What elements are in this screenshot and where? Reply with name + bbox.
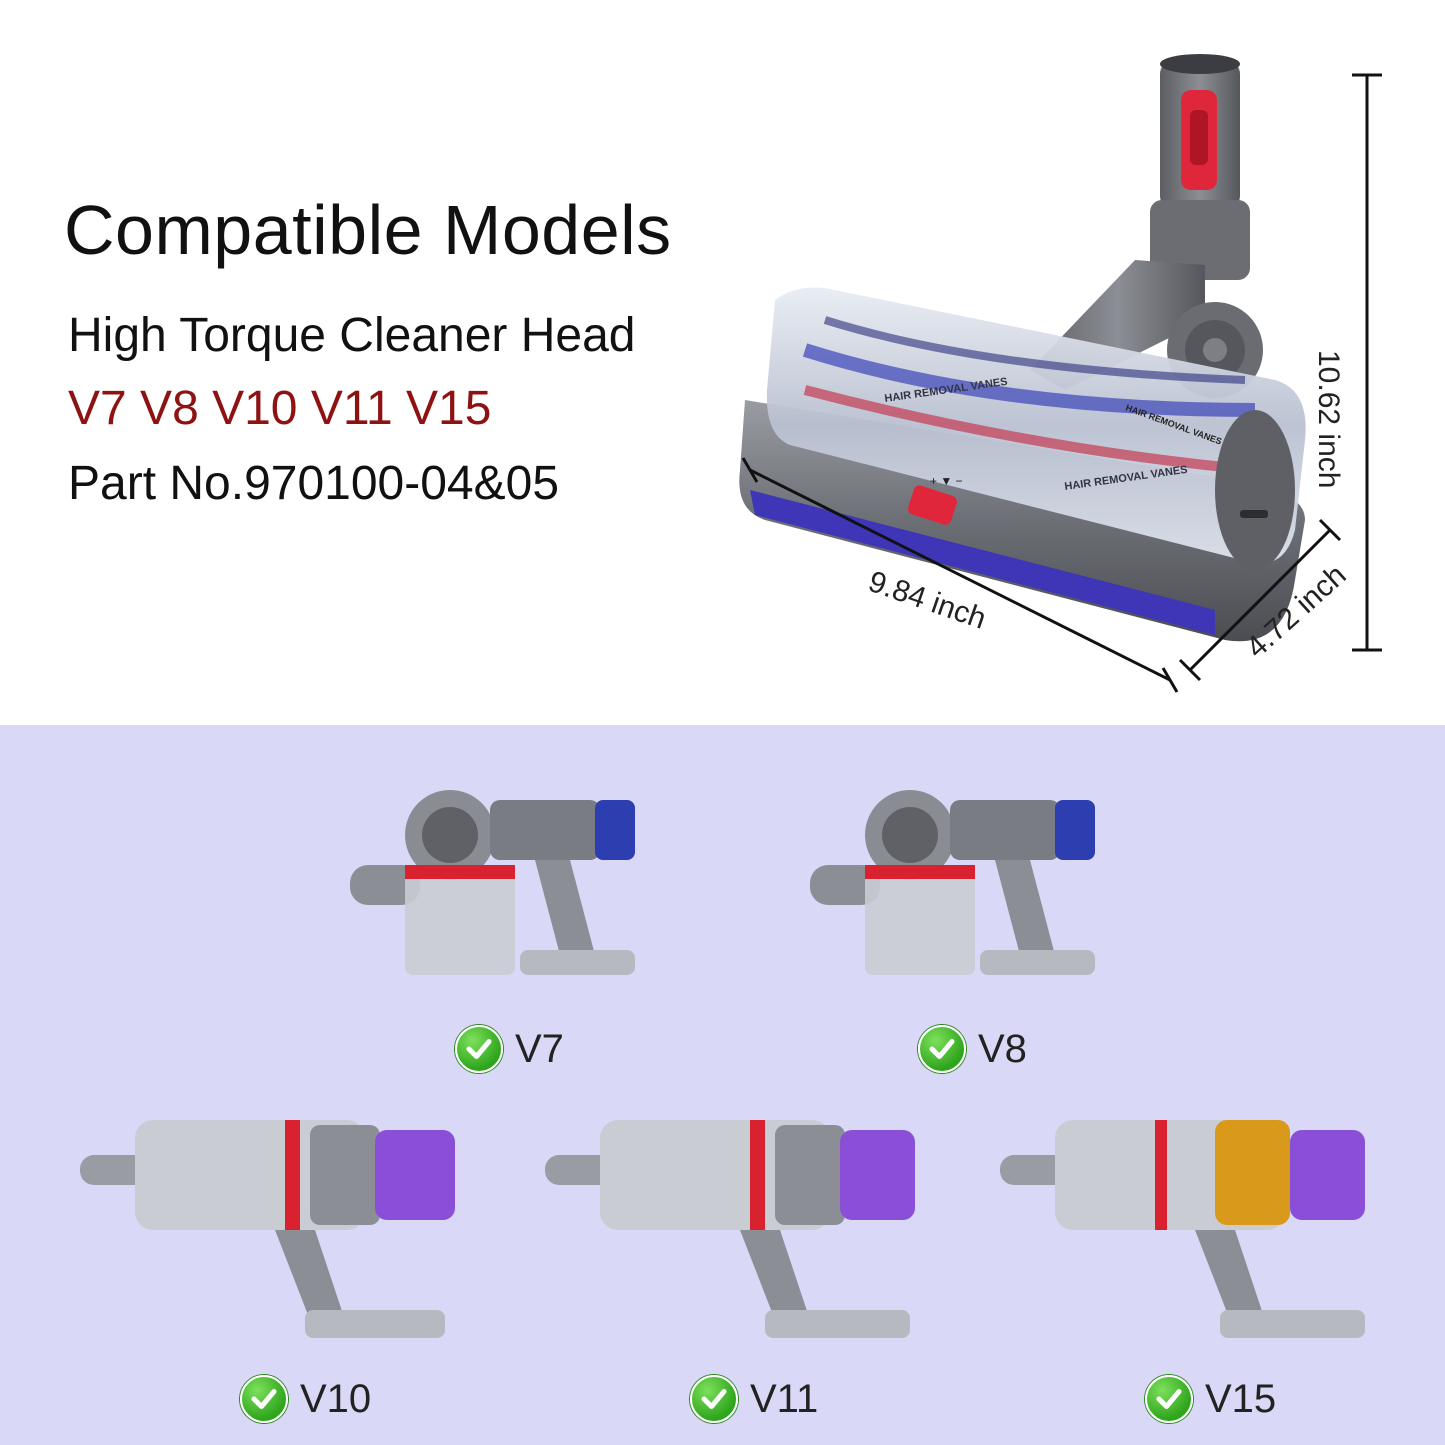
v8-vacuum-image xyxy=(810,790,1095,975)
model-card-v11: V11 xyxy=(540,1110,920,1423)
model-list: V7 V8 V10 V11 V15 xyxy=(68,382,492,435)
height-dimension: 10.62 inch xyxy=(1312,350,1345,489)
v11-vacuum-image xyxy=(545,1120,915,1338)
check-icon xyxy=(918,1025,966,1073)
compatible-models-panel: V7 V8 xyxy=(0,725,1445,1445)
v7-vacuum-image xyxy=(350,790,635,975)
svg-text:+ ▼ −: + ▼ − xyxy=(930,474,963,488)
v10-vacuum-image xyxy=(80,1120,455,1338)
model-card-v15: V15 xyxy=(995,1110,1375,1423)
check-icon xyxy=(240,1375,288,1423)
model-tag-v7: V7 xyxy=(455,1025,564,1073)
part-number: Part No.970100-04&05 xyxy=(68,457,560,510)
v15-vacuum-image xyxy=(1000,1120,1365,1338)
model-name: V8 xyxy=(978,1026,1027,1071)
model-name: V10 xyxy=(300,1376,372,1421)
model-name: V11 xyxy=(750,1376,819,1421)
model-tag-v10: V10 xyxy=(240,1375,371,1423)
top-section: Compatible Models High Torque Cleaner He… xyxy=(64,54,1382,693)
model-card-v8: V8 xyxy=(800,785,1100,1085)
model-tag-v8: V8 xyxy=(918,1025,1027,1073)
model-card-v10: V10 xyxy=(75,1110,455,1423)
model-tag-v11: V11 xyxy=(690,1375,818,1423)
model-card-v7: V7 xyxy=(340,785,640,1085)
v7-accent xyxy=(595,800,635,860)
check-icon xyxy=(1145,1375,1193,1423)
cleaner-head-image: HAIR REMOVAL VANES HAIR REMOVAL VANES HA… xyxy=(739,54,1382,693)
model-name: V15 xyxy=(1205,1376,1277,1421)
check-icon xyxy=(690,1375,738,1423)
check-icon xyxy=(455,1025,503,1073)
page-title: Compatible Models xyxy=(64,191,672,269)
model-name: V7 xyxy=(515,1026,564,1071)
model-tag-v15: V15 xyxy=(1145,1375,1276,1423)
product-name: High Torque Cleaner Head xyxy=(68,309,636,362)
